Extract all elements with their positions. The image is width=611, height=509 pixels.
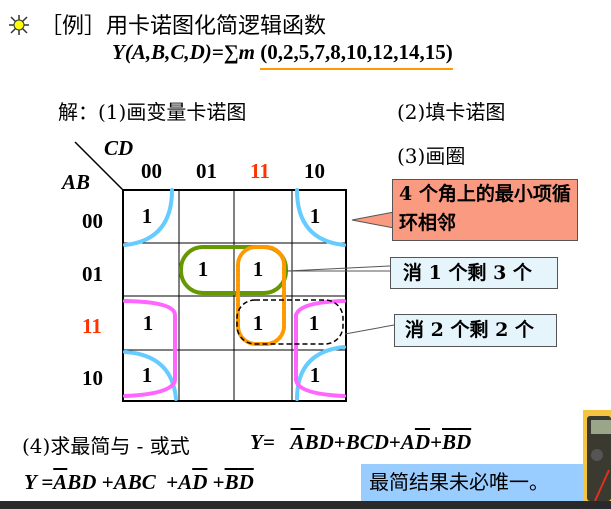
callout-eliminate-2: 消 2 个剩 2 个 xyxy=(394,314,557,347)
cell-0-0: 1 xyxy=(141,204,153,228)
plus: + xyxy=(388,430,401,454)
quad-loop xyxy=(236,245,286,346)
term: A xyxy=(290,430,305,454)
term: D xyxy=(192,470,208,494)
callout-pointer xyxy=(351,211,395,229)
sun-bullet-icon xyxy=(9,15,29,35)
col-label-10: 10 xyxy=(304,159,325,183)
example-title: ［例］用卡诺图化简逻辑函数 xyxy=(40,14,327,39)
cell-3-0: 1 xyxy=(141,363,153,387)
note-box: 最简结果未必唯一。 xyxy=(361,464,585,501)
term: B xyxy=(224,470,239,494)
diagonal-divider xyxy=(74,141,124,191)
col-label-00: 00 xyxy=(141,159,162,183)
plus: + xyxy=(430,430,443,454)
term: B xyxy=(442,430,457,454)
edge-loop-left xyxy=(123,299,177,398)
dashed-loop xyxy=(236,299,344,345)
plus: + xyxy=(101,470,114,494)
edge-loop-right xyxy=(294,299,346,398)
corner-loop-tr xyxy=(295,188,346,247)
y-label: Y = xyxy=(24,470,54,494)
corner-loop-bl xyxy=(123,350,178,401)
plus: + xyxy=(333,430,346,454)
col-label-11: 11 xyxy=(250,159,270,183)
term: D xyxy=(238,470,254,494)
col-var-label: CD xyxy=(104,136,134,160)
bottom-bar xyxy=(0,501,611,509)
col-label-01: 01 xyxy=(196,159,217,183)
cell-1-2: 1 xyxy=(252,257,264,281)
row-label-01: 01 xyxy=(82,262,103,286)
cell-1-1: 1 xyxy=(197,257,209,281)
step-3: (3)画圈 xyxy=(397,144,466,168)
multimeter-icon xyxy=(583,410,611,501)
plus: + xyxy=(212,470,225,494)
cell-0-3: 1 xyxy=(309,204,321,228)
term: BD xyxy=(67,470,97,494)
row-label-11: 11 xyxy=(82,314,102,338)
pair-loop xyxy=(179,245,288,295)
term: A xyxy=(53,470,68,494)
cell-2-2: 1 xyxy=(252,311,264,335)
term: A xyxy=(400,430,415,454)
cell-2-0: 1 xyxy=(142,311,154,335)
term: BCD xyxy=(345,430,389,454)
term: ABC xyxy=(113,470,156,494)
row-label-10: 10 xyxy=(82,366,103,390)
term: D xyxy=(456,430,472,454)
callout-corners: 4 个角上的最小项循环相邻 xyxy=(392,179,578,241)
corner-loop-tl xyxy=(123,188,174,247)
row-label-00: 00 xyxy=(82,209,103,233)
result-expr-1: Y= ABD+BCD+AD+BD xyxy=(250,430,471,455)
step-1: 解：(1)画变量卡诺图 xyxy=(58,100,247,124)
y-label: Y= xyxy=(250,430,275,454)
cell-2-3: 1 xyxy=(308,311,320,335)
corner-loop-br xyxy=(295,345,346,401)
function-expr: Y(A,B,C,D)=∑m (0,2,5,7,8,10,12,14,15) xyxy=(112,40,453,70)
term: A xyxy=(178,470,193,494)
term: BD xyxy=(304,430,334,454)
result-expr-2: Y =ABD +ABC +AD +BD xyxy=(24,470,254,495)
callout-eliminate-1: 消 1 个剩 3 个 xyxy=(390,257,558,289)
cell-3-3: 1 xyxy=(309,363,321,387)
step-4: (4)求最简与 - 或式 xyxy=(22,434,190,458)
term: D xyxy=(414,430,431,454)
minterm-list: (0,2,5,7,8,10,12,14,15) xyxy=(260,40,453,70)
function-lhs: Y(A,B,C,D)=∑m xyxy=(112,40,256,64)
row-var-label: AB xyxy=(62,170,91,194)
plus: + xyxy=(166,470,179,494)
step-2: (2)填卡诺图 xyxy=(397,100,506,124)
